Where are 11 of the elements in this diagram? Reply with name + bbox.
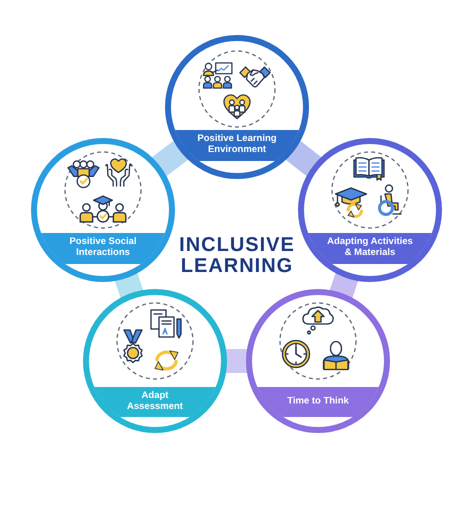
diagram-title: INCLUSIVE LEARNING	[179, 235, 295, 277]
connector-band	[224, 349, 249, 373]
connector-band	[284, 140, 323, 178]
step-label: Positive Social Interactions	[68, 236, 138, 258]
step-label: Adapt Assessment	[126, 390, 184, 412]
connector-band	[329, 271, 359, 300]
connector-band	[114, 271, 144, 300]
step-label: Time to Think	[286, 396, 350, 406]
connector-band	[150, 140, 190, 178]
step-label: Adapting Activities & Materials	[326, 236, 414, 258]
step-label: Positive Learning Environment	[196, 133, 278, 155]
